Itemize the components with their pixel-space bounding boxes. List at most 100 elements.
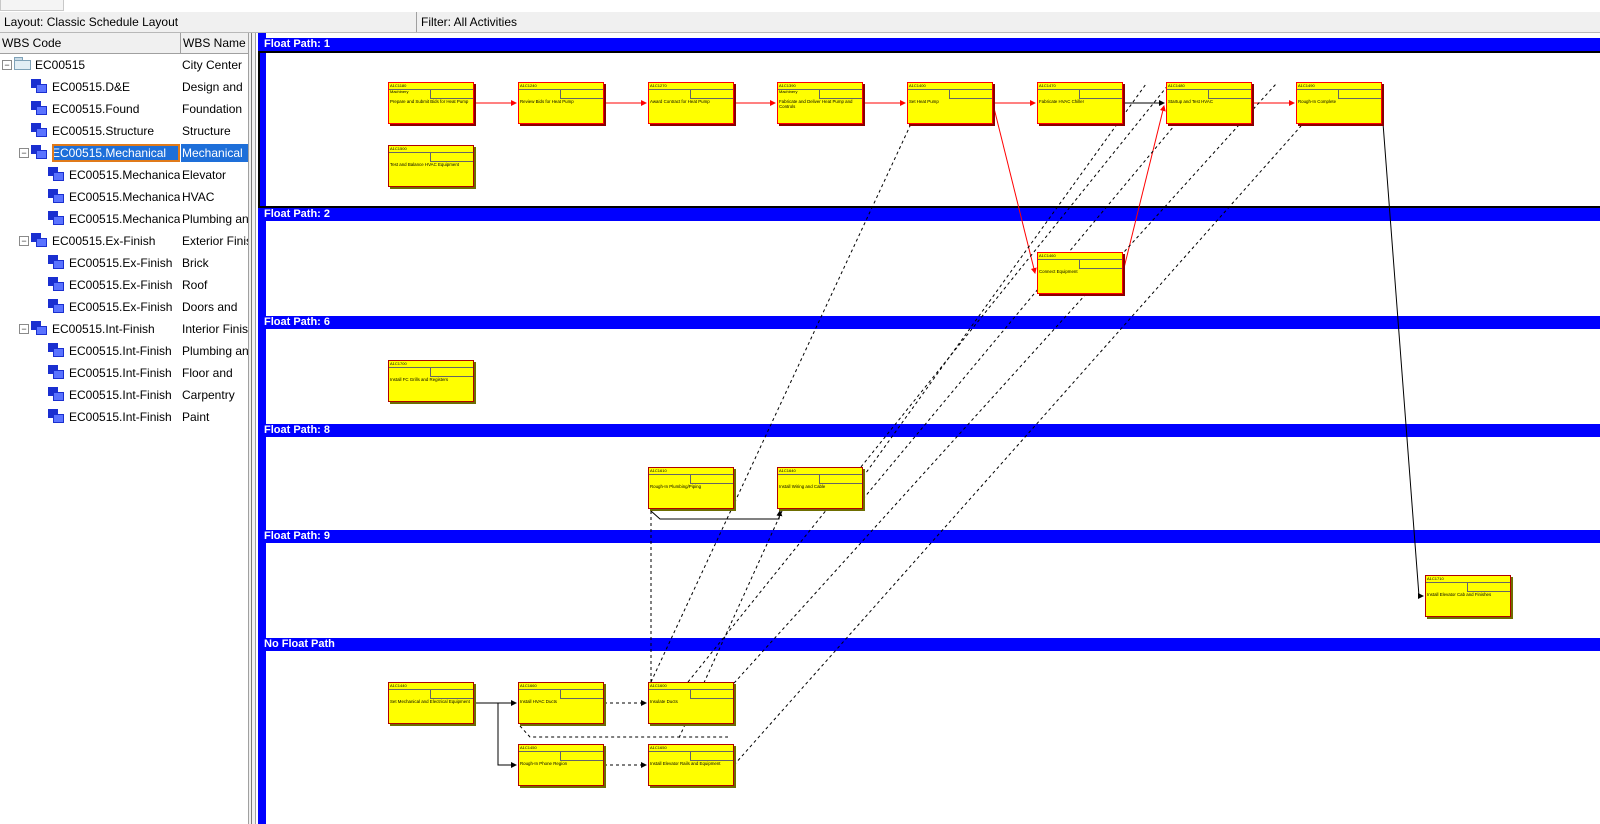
relationship-line[interactable] <box>862 83 1147 478</box>
tree-row[interactable]: EC00515.Ex-Finish Brick <box>0 252 248 274</box>
tree-row[interactable]: − EC00515.Ex-Finish Exterior Finish <box>0 230 248 252</box>
tree-row[interactable]: EC00515.Int-Finish Plumbing and <box>0 340 248 362</box>
tree-row[interactable]: EC00515.D&E Design and <box>0 76 248 98</box>
wbs-code-cell[interactable]: EC00515.Ex-Finish <box>52 234 156 248</box>
wbs-name-cell[interactable]: Paint <box>182 410 210 424</box>
tree-row[interactable]: EC00515.Int-Finish Paint <box>0 406 248 428</box>
relationship-line[interactable] <box>725 83 1277 693</box>
collapse-toggle-icon[interactable]: − <box>19 236 29 246</box>
collapse-toggle-icon[interactable]: − <box>2 60 12 70</box>
wbs-code-cell[interactable]: EC00515.Found <box>52 102 140 116</box>
wbs-name-cell[interactable]: HVAC <box>182 190 215 204</box>
wbs-code-cell[interactable]: EC00515.Mechanical <box>69 190 180 204</box>
float-path-band[interactable]: Float Path: 6 <box>262 316 1600 329</box>
wbs-name-cell[interactable]: Design and <box>182 80 243 94</box>
wbs-code-cell[interactable]: EC00515.Ex-Finish <box>69 256 173 270</box>
tree-row[interactable]: − EC00515 City Center <box>0 54 248 76</box>
layout-label[interactable]: Layout: Classic Schedule Layout <box>4 15 179 29</box>
float-path-band[interactable]: Float Path: 1 <box>262 38 1600 51</box>
wbs-code-cell[interactable]: EC00515.Ex-Finish <box>69 300 173 314</box>
wbs-code-cell[interactable]: EC00515.Ex-Finish <box>69 278 173 292</box>
relationship-line[interactable] <box>992 103 1037 274</box>
collapse-toggle-icon[interactable]: − <box>19 148 29 158</box>
wbs-name-cell[interactable]: Roof <box>182 278 208 292</box>
pane-splitter[interactable] <box>248 33 256 824</box>
wbs-name-cell[interactable]: Carpentry <box>182 388 235 402</box>
wbs-name-cell[interactable]: Exterior Finish <box>182 234 248 248</box>
wbs-name-cell[interactable]: Elevator <box>182 168 227 182</box>
wbs-name-cell[interactable]: Interior Finish <box>182 322 248 336</box>
wbs-code-cell[interactable]: EC00515.Int-Finish <box>69 366 172 380</box>
wbs-name-cell[interactable]: Plumbing and <box>182 212 248 226</box>
wbs-code-cell[interactable]: EC00515.Int-Finish <box>69 344 172 358</box>
tree-row[interactable]: EC00515.Ex-Finish Doors and <box>0 296 248 318</box>
tree-row[interactable]: EC00515.Int-Finish Floor and <box>0 362 248 384</box>
filter-label[interactable]: Filter: All Activities <box>421 15 518 29</box>
wbs-code-cell[interactable]: EC00515.Int-Finish <box>69 410 172 424</box>
collapse-toggle-icon[interactable]: − <box>19 324 29 334</box>
column-header-wbs-code[interactable]: WBS Code <box>0 33 181 53</box>
activity-id: A1C1390 <box>779 83 796 88</box>
wbs-code-cell[interactable]: EC00515.Mechanical <box>69 168 180 182</box>
wbs-code-cell[interactable]: EC00515.Mechanical <box>69 212 180 226</box>
wbs-code-cell[interactable]: EC00515.Structure <box>52 124 155 138</box>
wbs-name-cell[interactable]: Foundation <box>182 102 243 116</box>
wbs-name-cell[interactable]: Mechanical <box>181 144 248 162</box>
relationship-line[interactable] <box>497 703 517 768</box>
tree-row[interactable]: EC00515.Int-Finish Carpentry <box>0 384 248 406</box>
wbs-code-cell[interactable]: EC00515.Int-Finish <box>69 388 172 402</box>
relationship-line[interactable] <box>1122 105 1166 273</box>
relationship-line[interactable] <box>687 83 1170 683</box>
wbs-name-cell[interactable]: Brick <box>182 256 209 270</box>
relationship-line[interactable] <box>650 125 911 683</box>
wbs-name-cell[interactable]: Floor and <box>182 366 233 380</box>
float-path-band[interactable]: Float Path: 2 <box>262 208 1600 221</box>
wbs-name-cell[interactable]: Structure <box>182 124 231 138</box>
tree-row[interactable]: EC00515.Ex-Finish Roof <box>0 274 248 296</box>
float-path-band[interactable]: Float Path: 9 <box>262 530 1600 543</box>
float-path-band[interactable]: Float Path: 8 <box>262 424 1600 437</box>
wbs-name-cell[interactable]: Plumbing and <box>182 344 248 358</box>
float-path-band[interactable]: No Float Path <box>262 638 1600 651</box>
tab-hint[interactable] <box>0 0 64 11</box>
wbs-name-cell[interactable]: Doors and <box>182 300 238 314</box>
folder-icon <box>14 57 31 70</box>
wbs-name-cell[interactable]: City Center <box>182 58 243 72</box>
tree-row[interactable]: EC00515.Structure Structure <box>0 120 248 142</box>
wbs-code-cell[interactable]: EC00515.Mechanical <box>52 144 180 162</box>
column-header-wbs-name[interactable]: WBS Name <box>183 36 246 50</box>
wbs-code-cell[interactable]: EC00515 <box>35 58 86 72</box>
relationship-line[interactable] <box>650 510 783 520</box>
wbs-code-cell[interactable]: EC00515.Int-Finish <box>52 322 155 336</box>
relationship-line[interactable] <box>519 725 728 738</box>
tree-row[interactable]: EC00515.Found Foundation <box>0 98 248 120</box>
wbs-code-cell[interactable]: EC00515.D&E <box>52 80 131 94</box>
relationship-line[interactable] <box>733 125 1302 766</box>
tree-row[interactable]: − EC00515.Int-Finish Interior Finish <box>0 318 248 340</box>
relationship-line[interactable] <box>862 125 1175 500</box>
relationship-line[interactable] <box>1381 109 1424 599</box>
